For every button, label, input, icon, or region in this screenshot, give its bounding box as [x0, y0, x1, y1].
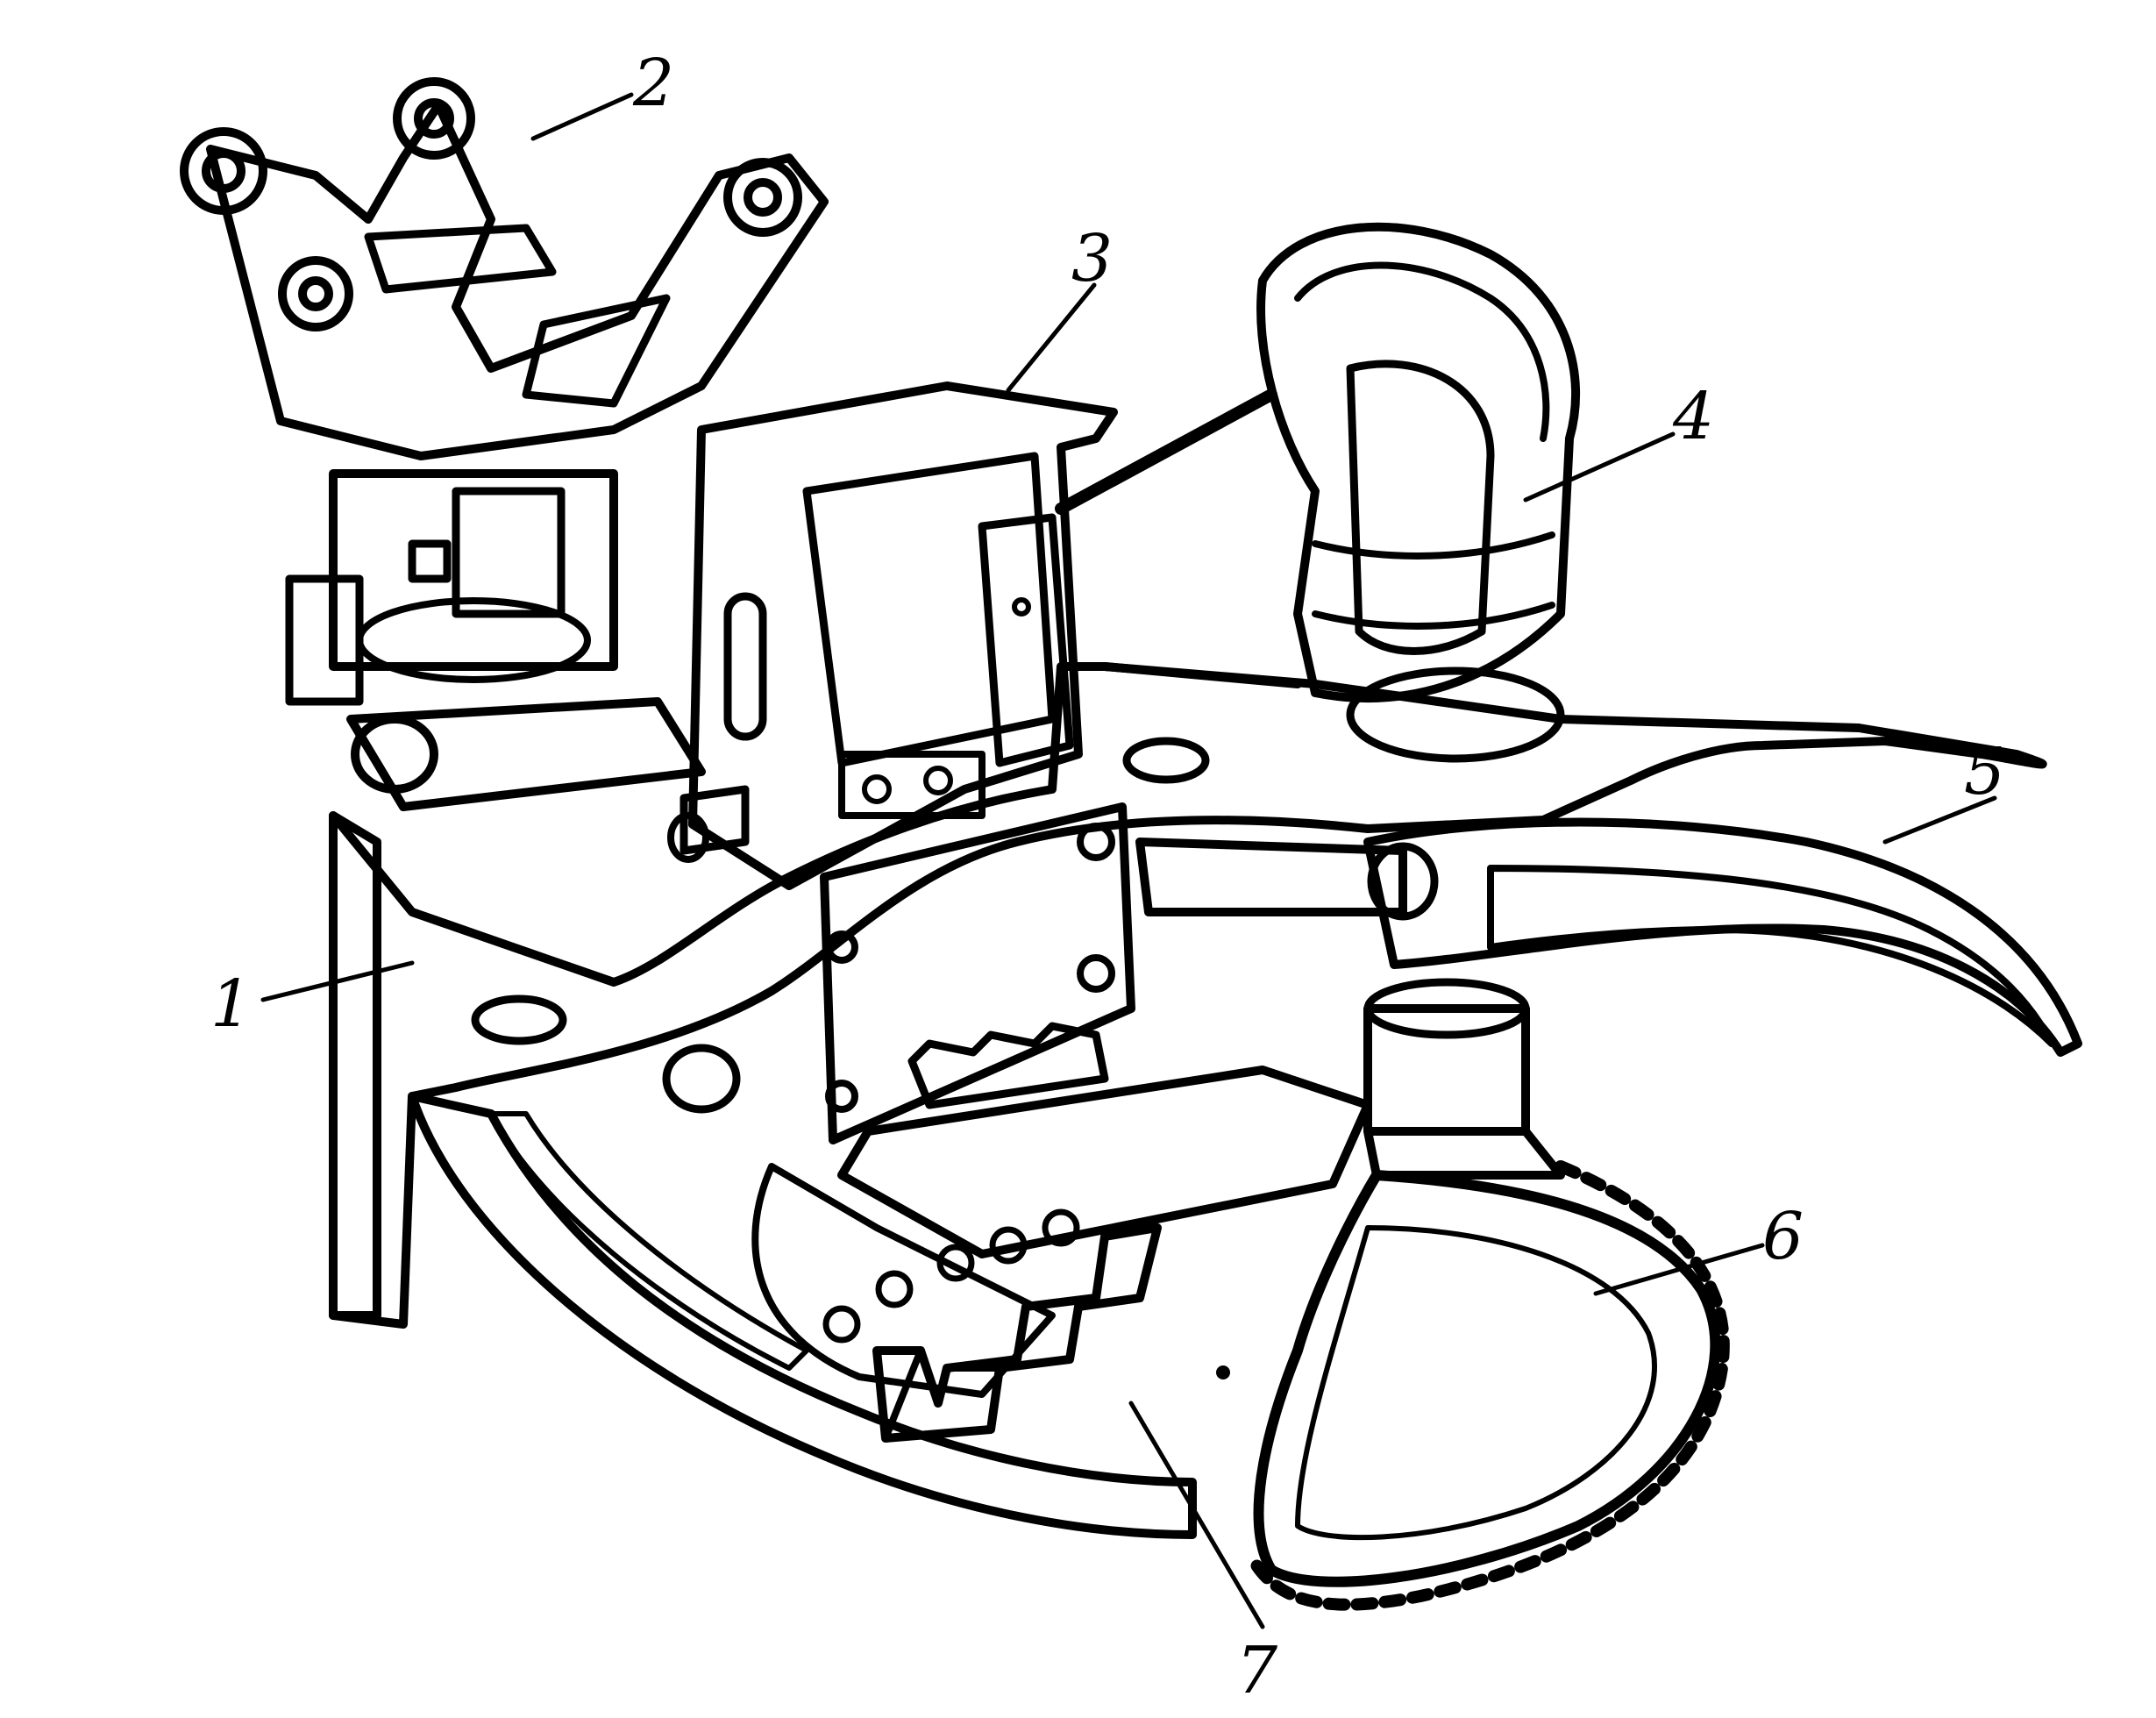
- leader-7: [1128, 1401, 1265, 1629]
- lower-knife-arm: [408, 1092, 1197, 1539]
- upper-delimbing-knife: [662, 802, 2082, 1144]
- leader-2: [530, 92, 634, 141]
- measuring-wheel-cage: [1055, 222, 1581, 763]
- callout-leaders: [260, 92, 1997, 1629]
- callout-3: 3: [1071, 221, 1113, 296]
- callout-labels: 1 2 3 4 5 6 7: [210, 46, 2005, 1708]
- housing-block: [667, 381, 1118, 890]
- leader-3: [1006, 282, 1097, 393]
- leader-1: [260, 960, 415, 1002]
- leader-4: [1523, 431, 1676, 503]
- callout-5: 5: [1964, 734, 2005, 809]
- callout-6: 6: [1762, 1199, 1804, 1274]
- chain-saw-bar: [1248, 1127, 1730, 1611]
- hydraulic-mount-bracket: [180, 77, 829, 811]
- callout-1: 1: [210, 966, 252, 1042]
- callout-7: 7: [1236, 1633, 1277, 1708]
- feed-roller: [822, 1022, 1372, 1443]
- leader-6: [1593, 1243, 1765, 1296]
- callout-4: 4: [1672, 379, 1714, 454]
- callout-2: 2: [632, 46, 674, 121]
- leader-5: [1882, 795, 1997, 845]
